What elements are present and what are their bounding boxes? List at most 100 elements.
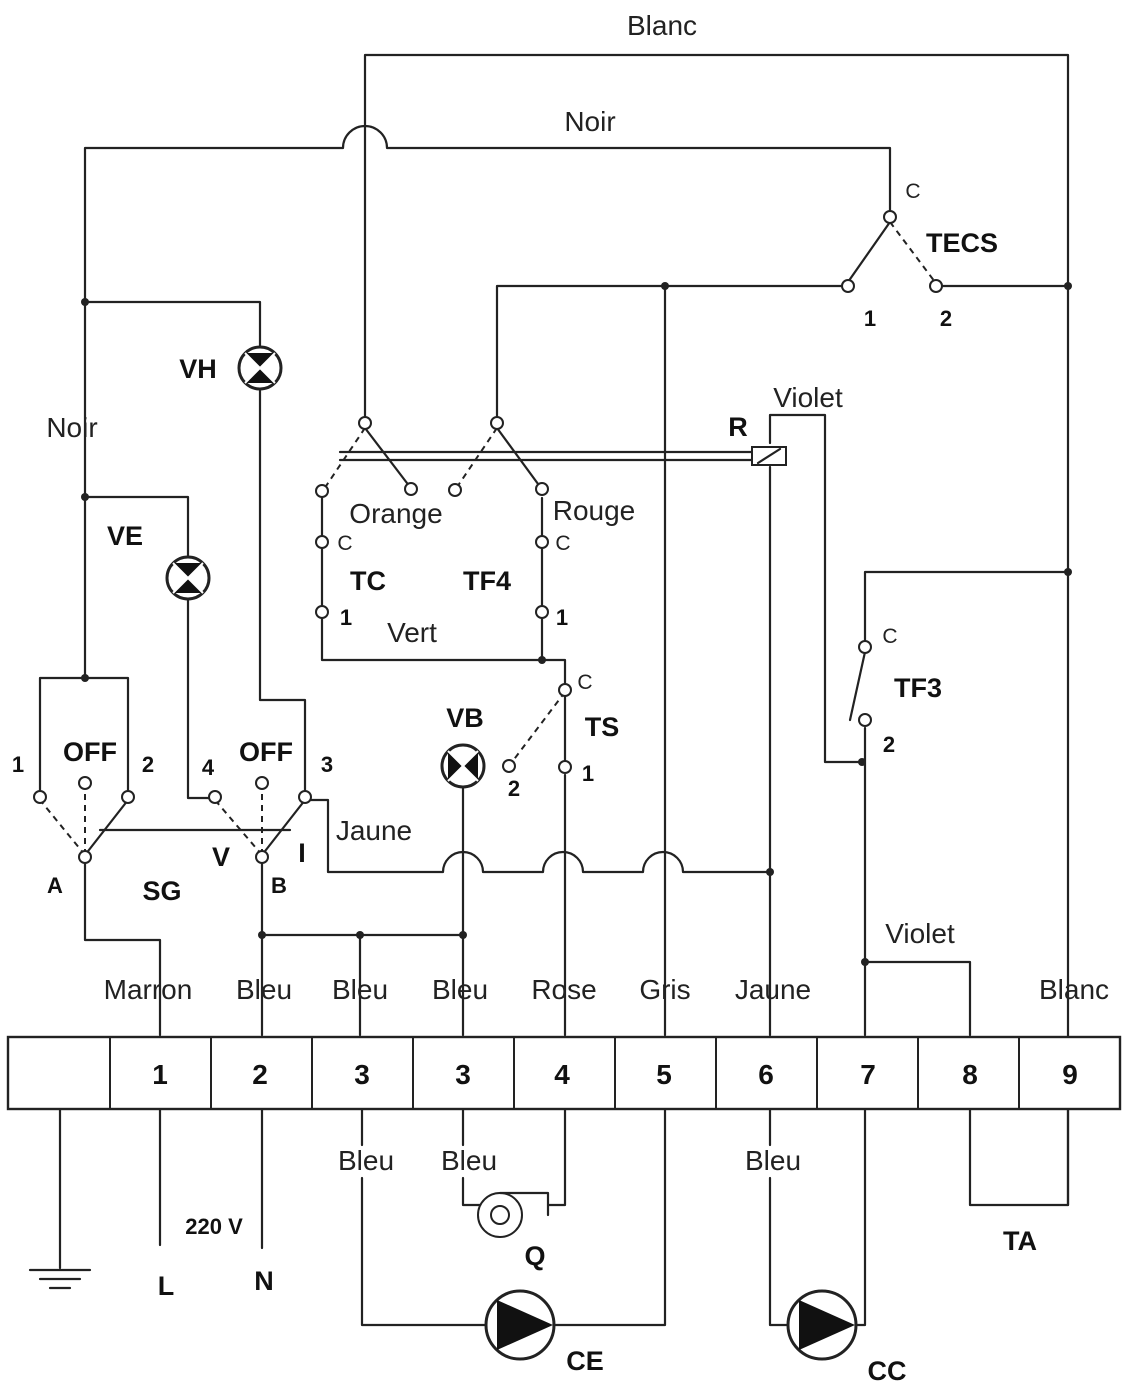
label-l: L: [158, 1271, 175, 1301]
sg-b-dashed: [214, 788, 263, 856]
label-tc-c: C: [337, 532, 352, 555]
wires: [38, 53, 1070, 1327]
label-ts-2: 2: [508, 776, 520, 801]
label-ta: TA: [1003, 1226, 1037, 1256]
terminal-wire-label: Marron: [104, 974, 193, 1005]
tc-arm: [363, 426, 412, 489]
junction: [858, 758, 866, 766]
sg-a-arm: [83, 798, 130, 857]
label-tecs-2: 2: [940, 306, 952, 331]
label-ts-1: 1: [582, 761, 594, 786]
label-tc-1: 1: [340, 605, 352, 630]
label-sg-3: 3: [321, 752, 333, 777]
label-q: Q: [524, 1241, 545, 1271]
wire-q-bleu: [461, 1108, 482, 1207]
terminal-number: 3: [455, 1059, 471, 1090]
wire-cc-bleu: [768, 1108, 792, 1327]
terminal-number: 8: [962, 1059, 978, 1090]
terminal-wire-label: Gris: [639, 974, 690, 1005]
earth-ground-icon: [28, 1268, 92, 1290]
wire-tecs-1: [495, 284, 847, 422]
junction: [861, 958, 869, 966]
label-tf4: TF4: [463, 566, 511, 596]
terminal-number: 7: [860, 1059, 876, 1090]
contact-terminals: [33, 210, 943, 864]
junction: [81, 493, 89, 501]
tf4-1-terminal: [535, 605, 549, 619]
label-tc: TC: [350, 566, 386, 596]
lamp-vb-icon: [440, 743, 486, 789]
terminal-number: 4: [554, 1059, 570, 1090]
wire-q-4: [546, 1108, 567, 1207]
tf4-arm: [495, 426, 543, 490]
label-sg-4: 4: [202, 755, 215, 780]
label-jaune-sg: Jaune: [336, 815, 412, 846]
label-sg-v: V: [212, 842, 230, 872]
label-sg-b: B: [271, 873, 287, 898]
label-vb: VB: [446, 703, 484, 733]
wire-vh-top: [83, 300, 262, 352]
tc-nc-terminal: [315, 484, 329, 498]
sg-off-left-terminal: [78, 776, 92, 790]
tf4-arm-dashed: [454, 427, 498, 491]
label-blanc-top: Blanc: [627, 10, 697, 41]
tf3-2-terminal: [858, 713, 872, 727]
terminal-wire-label: Jaune: [735, 974, 811, 1005]
label-ve: VE: [107, 521, 143, 551]
terminal-number: 2: [252, 1059, 268, 1090]
label-tf4-1: 1: [556, 605, 568, 630]
wire-violet-r: [768, 413, 864, 764]
terminal-number: 6: [758, 1059, 774, 1090]
fan-q-icon: [477, 1191, 550, 1238]
wire-ve-bottom: [186, 594, 214, 800]
sg-b-terminal: [255, 850, 269, 864]
label-lower-bleu-q: Bleu: [441, 1145, 497, 1176]
tecs-arm: [846, 220, 892, 284]
tf4-nc-terminal: [448, 483, 462, 497]
label-sg-1: 1: [12, 752, 24, 777]
wire-ce-5: [553, 1108, 667, 1327]
junction: [766, 868, 774, 876]
lamp-ve-icon: [165, 555, 211, 601]
sg-a-dashed: [39, 788, 86, 856]
junction: [81, 674, 89, 682]
junction: [538, 656, 546, 664]
label-tecs-1: 1: [864, 306, 876, 331]
terminal-number: 1: [152, 1059, 168, 1090]
sg-1-terminal: [33, 790, 47, 804]
wire-vh-bottom: [258, 386, 307, 797]
label-noir-left: Noir: [46, 412, 97, 443]
label-voltage: 220 V: [185, 1214, 243, 1239]
label-tecs-c: C: [905, 180, 920, 203]
label-tf3: TF3: [894, 673, 942, 703]
sg-off-right-terminal: [255, 776, 269, 790]
wire-ve-top: [83, 495, 190, 562]
label-sg-i: I: [298, 838, 306, 868]
terminal-number: 3: [354, 1059, 370, 1090]
tc-common-terminal: [358, 416, 372, 430]
sg-a-terminal: [78, 850, 92, 864]
label-violet-r: Violet: [773, 382, 843, 413]
terminal-number: 5: [656, 1059, 672, 1090]
pump-ce-icon: [484, 1289, 556, 1361]
terminal-wire-label: Bleu: [236, 974, 292, 1005]
tc-c-terminal: [315, 535, 329, 549]
terminal-wire-label: Rose: [531, 974, 596, 1005]
tc-arm-dashed: [321, 427, 366, 493]
label-vert: Vert: [387, 617, 437, 648]
junction: [661, 282, 669, 290]
label-violet-low: Violet: [885, 918, 955, 949]
label-tf3-2: 2: [883, 732, 895, 757]
ts-2-terminal: [502, 759, 516, 773]
tf4-no-terminal: [535, 482, 549, 496]
label-orange: Orange: [349, 498, 442, 529]
label-lower-bleu-6: Bleu: [745, 1145, 801, 1176]
wire-noir: [83, 124, 892, 680]
tecs-2-terminal: [929, 279, 943, 293]
wire-violet-8: [863, 960, 972, 1037]
wire-cc-7: [853, 1108, 867, 1327]
label-cc: CC: [868, 1356, 907, 1386]
ts-c-terminal: [558, 683, 572, 697]
label-n: N: [254, 1266, 274, 1296]
